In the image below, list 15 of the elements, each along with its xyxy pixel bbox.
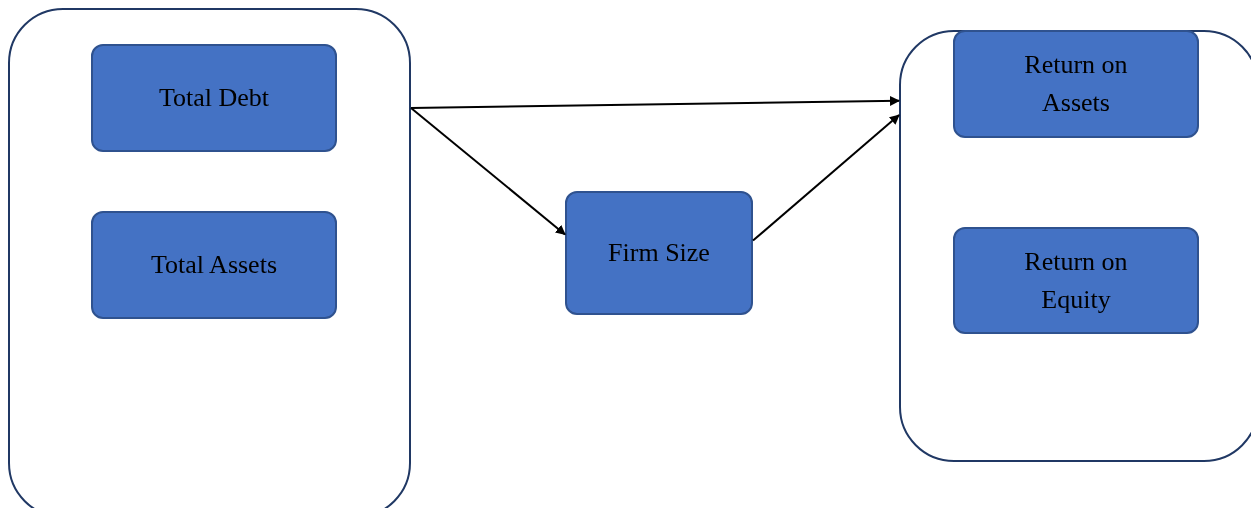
process-box (91, 211, 337, 319)
node-label: Return on Assets (1023, 49, 1129, 119)
node-label: Return on Equity (1023, 245, 1129, 316)
group-container (899, 30, 1251, 462)
arrow (410, 96, 900, 109)
process-box (953, 227, 1199, 334)
node-label: Total Debt (158, 82, 270, 114)
node-label: Total Assets (151, 249, 277, 281)
arrow (752, 114, 900, 242)
process-box (91, 44, 337, 152)
process-box (953, 30, 1199, 138)
process-box (565, 191, 753, 315)
group-container (8, 8, 411, 508)
node-label: Firm Size (608, 237, 710, 269)
arrow (410, 106, 566, 236)
